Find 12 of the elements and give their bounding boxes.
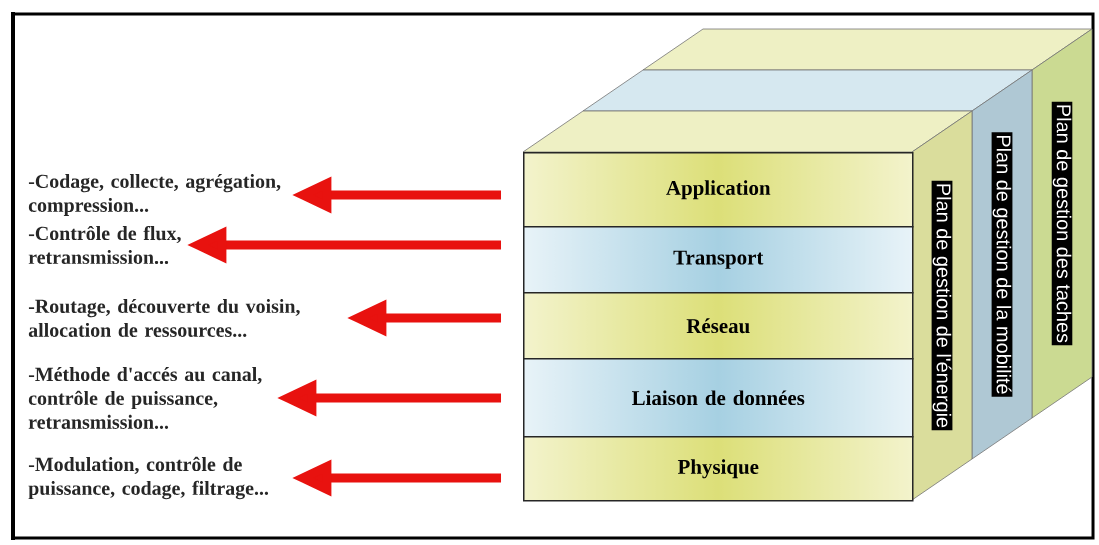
description-text: -Codage, collecte, agrégation, compression... [28,174,281,216]
plane-label: Plan de gestion de la mobilité [991,132,1013,397]
description-text: -Méthode d'accés au canal, contrôle de puissance, retransmission... [28,367,262,429]
description-text: -Contrôle de flux, retransmission... [28,225,181,265]
layer-box: Transport [523,226,914,294]
description-text: -Routage, découverte du voisin, allocation de ressources... [28,299,300,337]
layer-box: Physique [523,436,914,502]
description-text: -Modulation, contrôle de puissance, codage, filtrage... [28,456,269,500]
layer-box: Liaison de données [523,358,914,438]
plane-label: Plan de gestion de l'énergie [931,180,953,431]
layer-box: Application [523,152,914,228]
layer-box: Réseau [523,292,914,360]
